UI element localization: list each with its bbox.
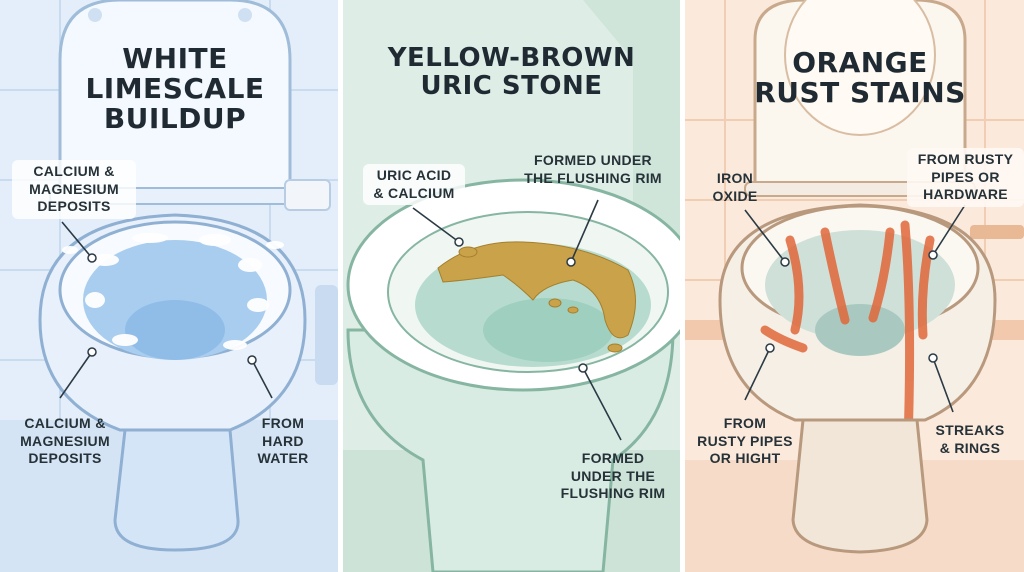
uric-stone-toilet-illustration xyxy=(343,0,680,572)
label-streaks-rings: STREAKS & RINGS xyxy=(935,422,1005,456)
label-formed-under-rim-bottom: FORMED UNDER THE FLUSHING RIM xyxy=(560,450,666,501)
panel-limescale: WHITE LIMESCALE BUILDUP CALCIUM & MAGNES… xyxy=(0,0,338,572)
label-calcium-deposits-bottom: CALCIUM & MAGNESIUM DEPOSITS xyxy=(20,415,110,466)
label-formed-under-rim-top: FORMED UNDER THE FLUSHING RIM xyxy=(524,152,662,186)
panel-title: ORANGE RUST STAINS xyxy=(754,46,966,110)
panel-divider xyxy=(680,0,685,572)
panel-uric-stone: YELLOW-BROWN URIC STONE URIC ACID & CALC… xyxy=(343,0,680,572)
panel-title: YELLOW-BROWN URIC STONE xyxy=(387,43,636,102)
panel-divider xyxy=(338,0,343,572)
panel-rust-stains: ORANGE RUST STAINS IRON OXIDE FROM RUSTY… xyxy=(685,0,1024,572)
label-uric-acid-calcium: URIC ACID & CALCIUM xyxy=(363,164,465,205)
label-rusty-pipes-hight: FROM RUSTY PIPES OR HIGHT xyxy=(697,415,793,466)
label-calcium-deposits-top: CALCIUM & MAGNESIUM DEPOSITS xyxy=(12,160,136,219)
label-iron-oxide: IRON OXIDE xyxy=(712,170,758,204)
limescale-toilet-illustration xyxy=(0,0,338,572)
panel-title: WHITE LIMESCALE BUILDUP xyxy=(85,42,265,136)
label-rusty-pipes-hardware: FROM RUSTY PIPES OR HARDWARE xyxy=(907,148,1024,207)
rust-toilet-illustration xyxy=(685,0,1024,572)
label-hard-water: FROM HARD WATER xyxy=(257,415,309,466)
